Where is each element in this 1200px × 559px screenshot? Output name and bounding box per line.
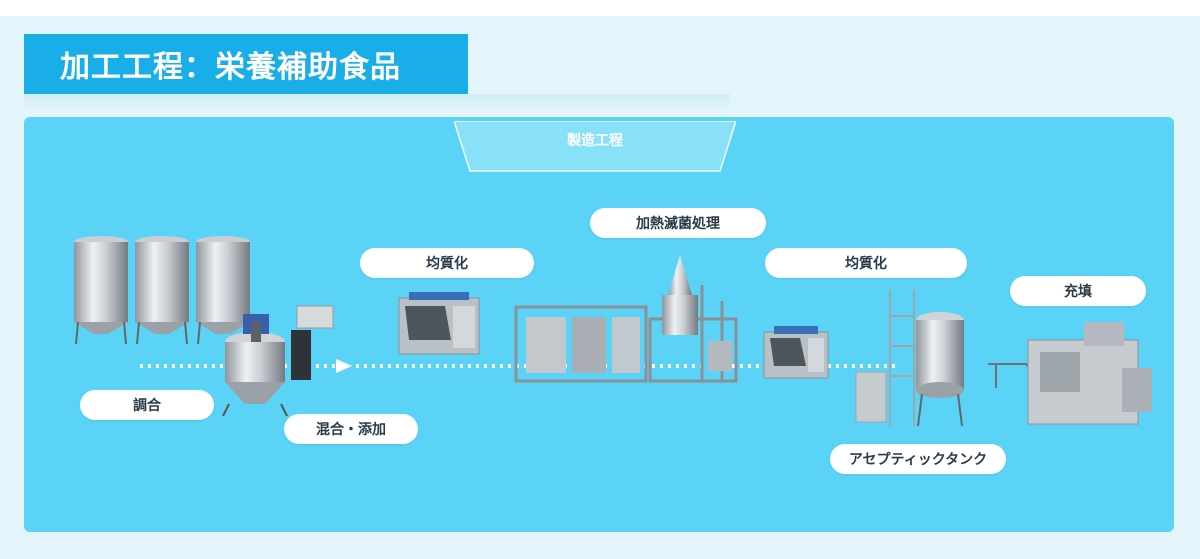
homogenizer-2-icon [763, 326, 829, 379]
storage-tanks-icon [74, 236, 250, 345]
title-shadow [24, 94, 730, 112]
label-heat-sterilization: 加熱滅菌処理 [590, 208, 766, 238]
label-filling: 充填 [1010, 276, 1146, 306]
page-title: 加工工程：栄養補助食品 [24, 34, 468, 94]
label-aseptic-tank: アセプティックタンク [830, 444, 1006, 474]
homogenizer-icon [398, 292, 480, 355]
stage-header-shape [454, 121, 736, 172]
mixer-machine-icon [222, 305, 334, 417]
aseptic-tank-icon [855, 290, 964, 427]
label-homogenize-1: 均質化 [360, 248, 534, 278]
filling-machine-icon [988, 322, 1152, 425]
label-mixing: 混合・添加 [284, 414, 418, 444]
heat-sterilizer-icon [514, 255, 738, 383]
stage-label: 製造工程 [567, 133, 623, 149]
label-blending: 調合 [80, 390, 214, 420]
label-homogenize-2: 均質化 [765, 248, 967, 278]
